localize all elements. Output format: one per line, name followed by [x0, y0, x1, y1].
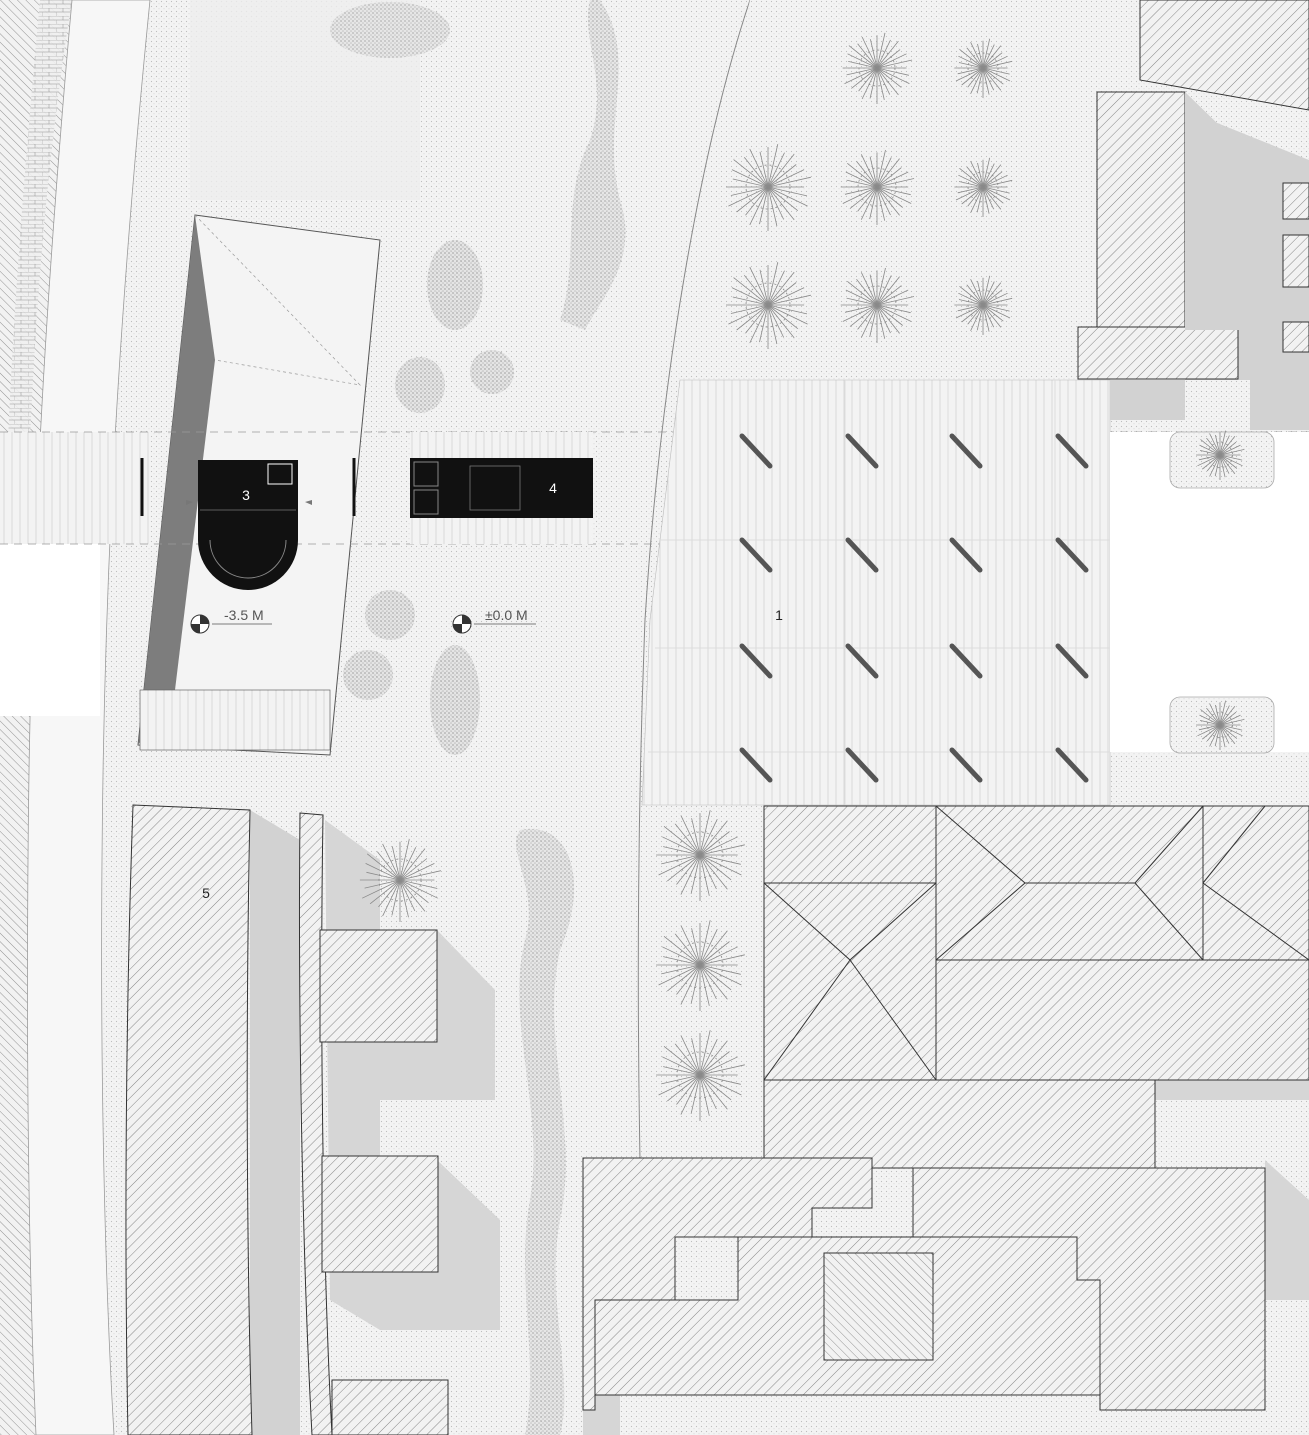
white-band [0, 544, 100, 716]
stepped-building [582, 1157, 873, 1411]
building-block [1282, 182, 1309, 220]
tree-symbol [1196, 700, 1245, 750]
tree-symbol [840, 267, 915, 343]
brick-strip [8, 0, 72, 440]
rect-pavilion [410, 458, 593, 518]
building-annex [331, 1379, 449, 1435]
road-crossing [0, 432, 150, 544]
shrub [395, 357, 445, 413]
plaza-label: 1 [775, 607, 783, 623]
level-marker-lower: -3.5 M [190, 607, 272, 634]
curved-promenade-edge [637, 0, 751, 1161]
building-block [1282, 234, 1309, 288]
building-shadow [250, 810, 300, 1435]
tree-symbol [656, 920, 745, 1011]
hip-roof-building [763, 805, 1309, 1081]
building-block [1282, 321, 1309, 353]
pavilion-core [267, 463, 293, 485]
tree-symbol [842, 32, 913, 104]
tree-symbol [656, 810, 745, 901]
building-shadow [1265, 1160, 1309, 1300]
tree-group [359, 32, 1245, 1121]
right-lawn [680, 0, 1150, 380]
shrub [427, 240, 483, 330]
shrub-band-top [560, 0, 626, 330]
long-building [125, 804, 253, 1435]
pavilion-stair [469, 465, 521, 511]
level-ground-label: ±0.0 M [485, 607, 528, 623]
pavilion-lift [413, 461, 439, 487]
shrub [430, 645, 480, 755]
round-pavilion [198, 460, 298, 590]
round-pavilion-label: 3 [242, 487, 250, 503]
tree-symbol [656, 1030, 745, 1121]
sunken-court-shadow [138, 215, 215, 745]
entry-arrow [186, 500, 193, 505]
shrub [343, 650, 393, 700]
tree-symbol [726, 262, 811, 349]
building-wing [1077, 326, 1239, 380]
shrub-band-bottom [516, 828, 575, 1435]
plaza [641, 379, 1111, 806]
tree-symbol [840, 149, 915, 225]
building-wing [1096, 91, 1186, 331]
shrub-cluster [330, 2, 450, 58]
roof-ridges [763, 805, 1309, 1081]
plaza-grid [648, 380, 1110, 805]
shrub [470, 350, 514, 394]
sunken-court-fold [194, 214, 361, 386]
tree-symbol [359, 839, 441, 922]
building-annex [321, 1155, 439, 1273]
building-top-right [1139, 0, 1309, 111]
shrub [365, 590, 415, 640]
level-lower-label: -3.5 M [224, 607, 264, 623]
building-bar [763, 1079, 1156, 1169]
tree-symbol [1196, 430, 1245, 480]
plaza-benches [739, 433, 1089, 783]
tree-symbol [726, 144, 811, 231]
building-core [823, 1252, 934, 1361]
tree-symbol [954, 275, 1013, 335]
long-building-label: 5 [202, 885, 210, 901]
tree-symbol [954, 38, 1013, 98]
building-annex [319, 929, 438, 1043]
sunken-court-steps [139, 689, 331, 751]
pavilion-lift [413, 489, 439, 515]
pavilion-stair [209, 539, 287, 579]
entry-arrow [305, 500, 312, 505]
building-shadow [1185, 92, 1255, 330]
tree-symbol [954, 157, 1013, 217]
level-marker-ground: ±0.0 M [452, 607, 536, 634]
rect-pavilion-label: 4 [549, 480, 557, 496]
